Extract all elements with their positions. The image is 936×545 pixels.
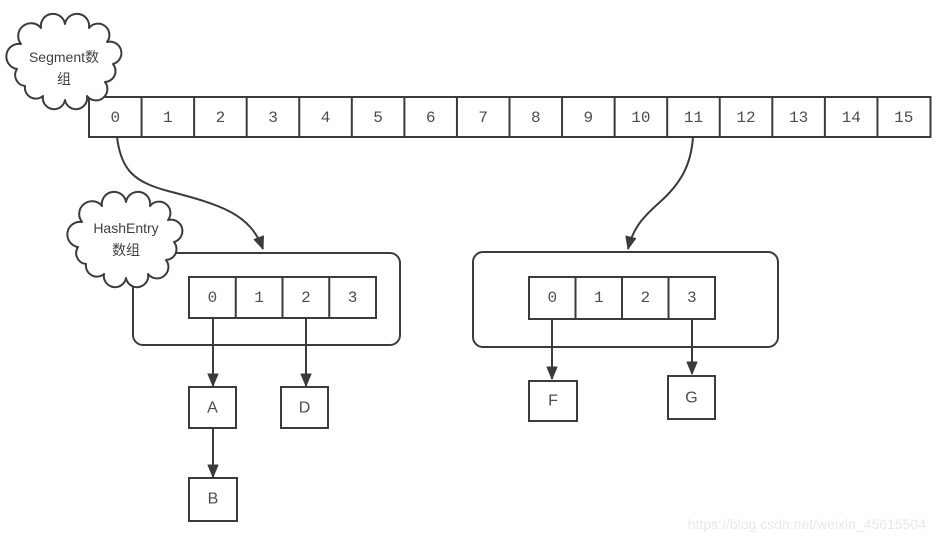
left-bucket-cell-2: 2 [301, 289, 311, 307]
node-a-label: A [207, 400, 218, 417]
node-b: B [188, 477, 238, 522]
segment-cloud: Segment数 组 [5, 12, 123, 111]
segment-cell-5: 5 [373, 109, 383, 127]
right-bucket-cell-2: 2 [640, 289, 650, 307]
hashentry-cloud: HashEntry 数组 [66, 190, 184, 289]
right-bucket-cell-0: 0 [547, 289, 557, 307]
node-d-box [280, 386, 329, 429]
segment-cloud-label-line2: 组 [57, 71, 71, 87]
right-bucket-cell-1: 1 [594, 289, 604, 307]
left-bucket-cell-1: 1 [254, 289, 264, 307]
segment-cloud-shape [5, 12, 123, 111]
segment-cell-3: 3 [268, 109, 278, 127]
segment-cell-8: 8 [531, 109, 541, 127]
node-a: A [188, 386, 237, 429]
segment-array-labels: 0 1 2 3 4 5 6 7 8 9 10 11 12 13 14 15 [110, 109, 913, 127]
watermark-text: https://blog.csdn.net/weixin_45615504 [688, 516, 926, 532]
node-g: G [667, 375, 716, 420]
node-a-box [188, 386, 237, 429]
segment-cell-6: 6 [426, 109, 436, 127]
hashentry-cloud-label-line1: HashEntry [93, 220, 158, 236]
right-bucket: 0 1 2 3 [472, 251, 779, 348]
segment-array-separators [140, 97, 879, 137]
hashentry-cloud-shape [66, 190, 184, 289]
segment-cell-10: 10 [631, 109, 650, 127]
left-bucket-cell-3: 3 [348, 289, 358, 307]
node-f-label: F [548, 393, 558, 410]
segment-cell-7: 7 [478, 109, 488, 127]
node-d-label: D [299, 400, 311, 417]
node-d: D [280, 386, 329, 429]
segment-cell-2: 2 [216, 109, 226, 127]
node-f-box [528, 380, 578, 422]
segment-array: 0 1 2 3 4 5 6 7 8 9 10 11 12 13 14 15 [88, 96, 932, 138]
hashentry-cloud-label-line2: 数组 [112, 242, 140, 258]
segment-cell-13: 13 [789, 109, 808, 127]
segment-cloud-label-line1: Segment数 [29, 49, 99, 65]
arrow-segment11-to-right-bucket [625, 136, 694, 250]
node-g-label: G [685, 390, 697, 407]
segment-cell-15: 15 [894, 109, 913, 127]
segment-cell-0: 0 [110, 109, 120, 127]
segment-cell-9: 9 [583, 109, 593, 127]
node-b-label: B [208, 491, 219, 508]
arrow-segment0-to-left-bucket [116, 136, 265, 250]
segment-cell-12: 12 [736, 109, 755, 127]
left-bucket: 0 1 2 3 [132, 252, 401, 346]
segment-cell-1: 1 [163, 109, 173, 127]
right-bucket-cell-3: 3 [687, 289, 697, 307]
node-g-box [667, 375, 716, 420]
segment-cell-4: 4 [321, 109, 331, 127]
node-f: F [528, 380, 578, 422]
left-bucket-cell-0: 0 [208, 289, 218, 307]
node-b-box [188, 477, 238, 522]
segment-cell-14: 14 [842, 109, 861, 127]
segment-cell-11: 11 [684, 109, 703, 127]
